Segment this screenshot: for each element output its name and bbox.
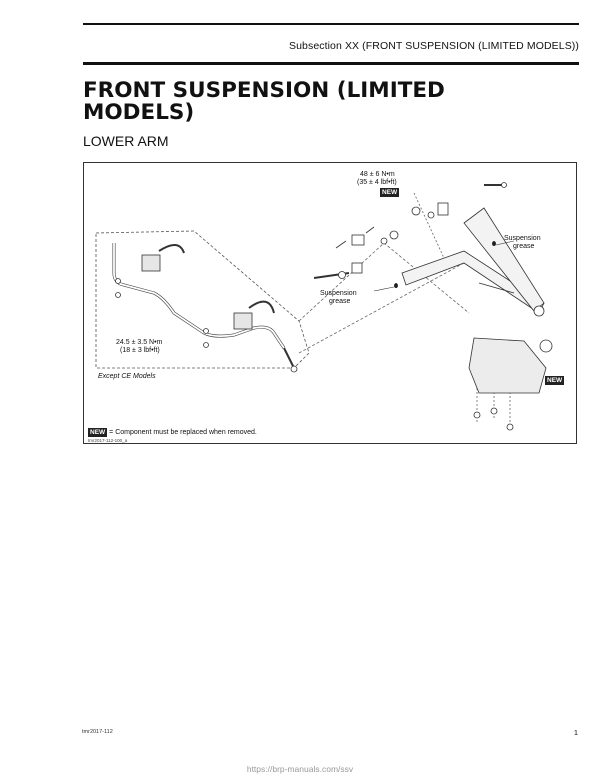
grease-mid-line2: grease (329, 298, 351, 305)
lower-arm-exploded-diagram (95, 182, 553, 431)
torque-left-line1: 24.5 ± 3.5 N•m (116, 339, 163, 346)
header-rule (83, 23, 579, 25)
new-badge-top: NEW (380, 188, 400, 197)
grease-right-line1: Suspension (504, 235, 541, 242)
new-legend: NEW= Component must be replaced when rem… (88, 428, 257, 437)
except-ce-label: Except CE Models (98, 373, 156, 380)
new-badge-right: NEW (545, 376, 565, 385)
torque-top-line1: 48 ± 6 N•m (360, 171, 395, 178)
title-rule (83, 62, 579, 65)
page-number: 1 (573, 728, 578, 737)
torque-top-line2: (35 ± 4 lbf•ft) (357, 179, 397, 186)
exploded-view-figure: 48 ± 6 N•m (35 ± 4 lbf•ft) NEW Suspensio… (83, 162, 577, 444)
page-title: FRONT SUSPENSION (LIMITED MODELS) (83, 78, 445, 125)
grease-right-line2: grease (513, 243, 535, 250)
legend-new-badge: NEW (88, 428, 108, 437)
figure-code: tmr2017-112-100_a (88, 438, 128, 443)
section-heading: LOWER ARM (83, 133, 169, 149)
grease-mid-line1: Suspension (320, 290, 357, 297)
subsection-header: Subsection XX (FRONT SUSPENSION (LIMITED… (288, 40, 579, 52)
legend-text: = Component must be replaced when remove… (109, 429, 257, 436)
footer-doc-code: tmr2017-112 (82, 729, 113, 735)
watermark-link[interactable]: https://brp-manuals.com/ssv (246, 764, 354, 774)
torque-left-line2: (18 ± 3 lbf•ft) (120, 347, 160, 354)
